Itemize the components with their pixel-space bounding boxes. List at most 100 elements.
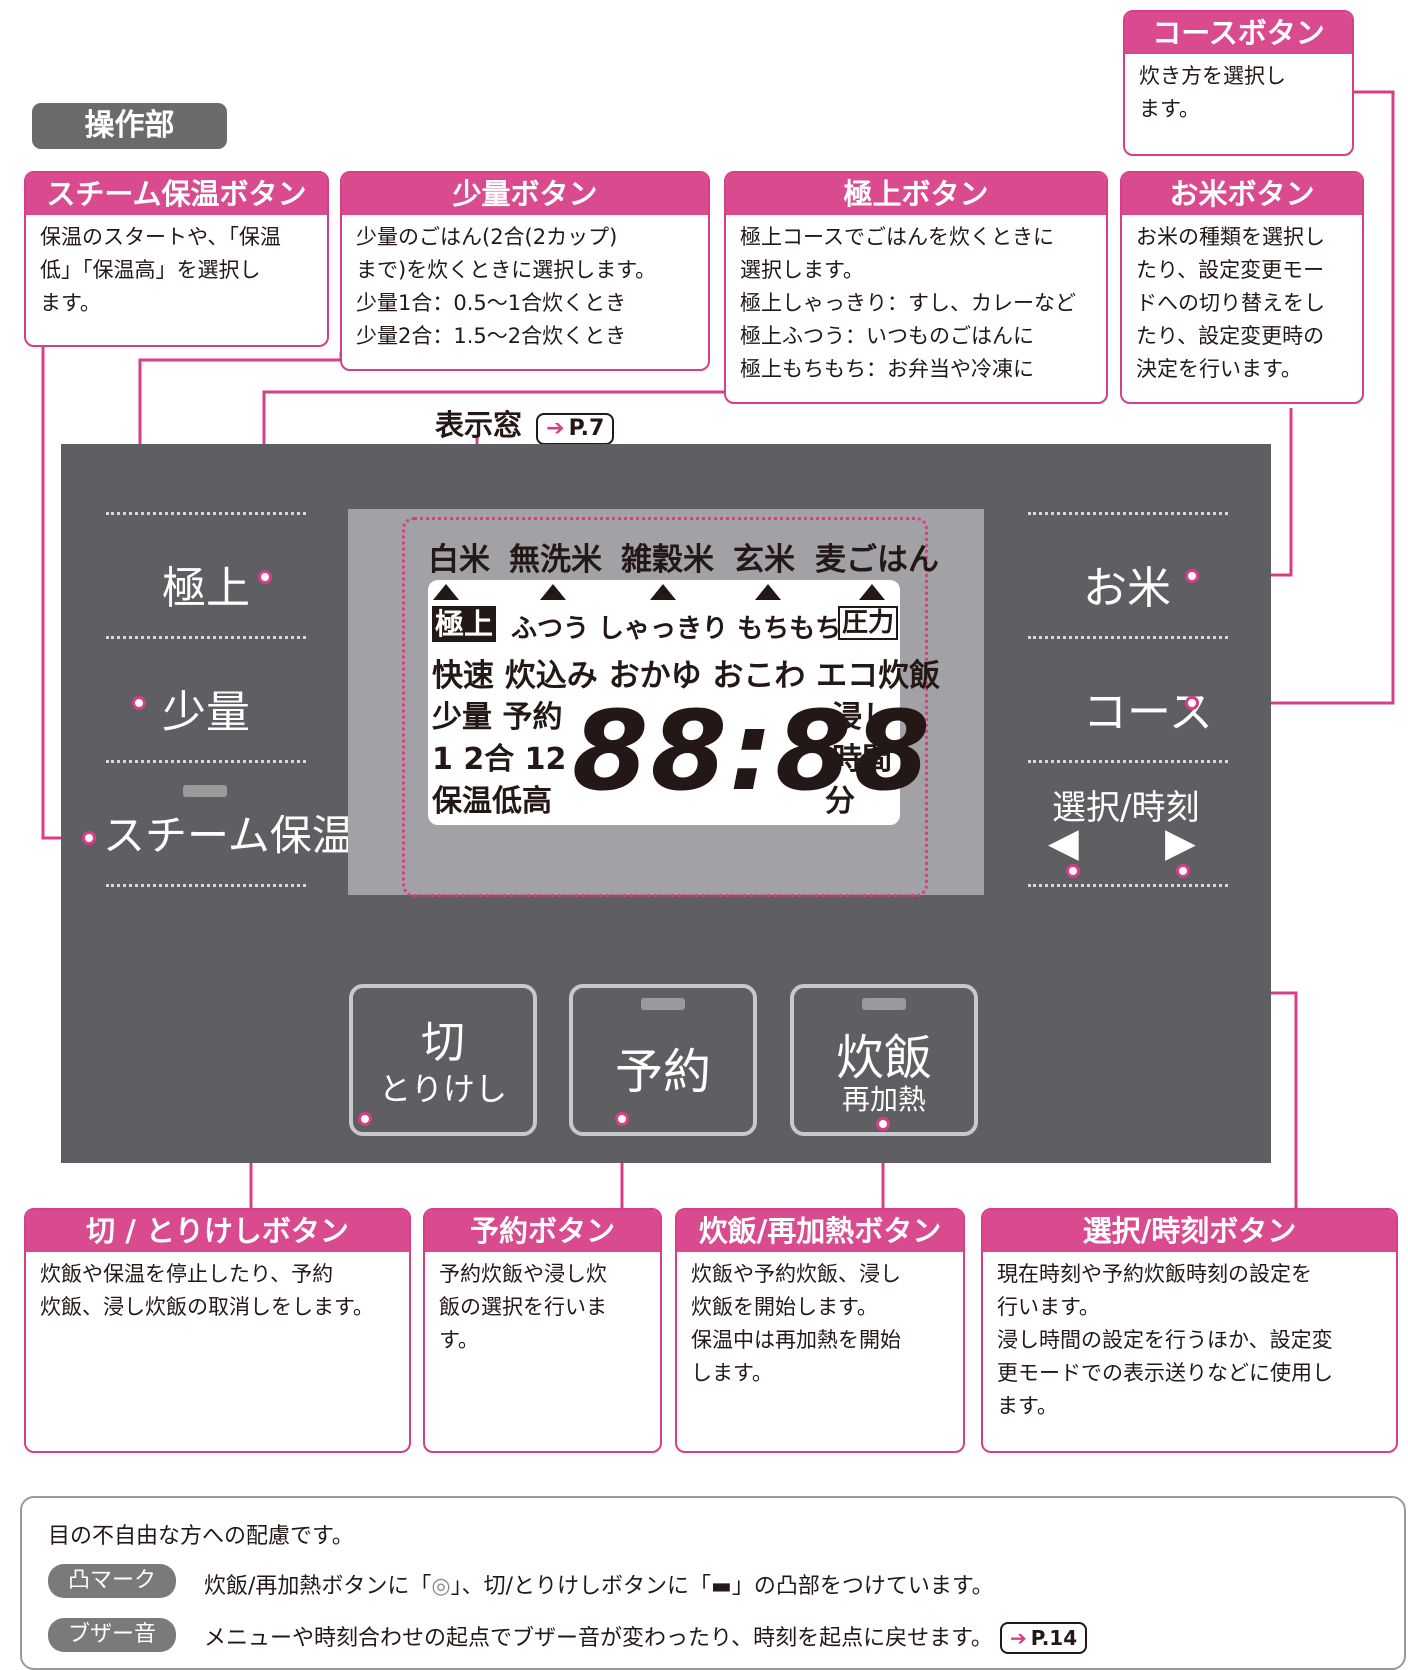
callout-timer-button: 予約ボタン 予約炊飯や浸し炊 飯の選択を行いま す。: [423, 1208, 662, 1453]
bar-mark-icon: ▬: [711, 1574, 732, 1599]
callout-title: 選択/時刻ボタン: [983, 1210, 1396, 1252]
page-ref-text: P.7: [568, 416, 605, 441]
separator: [106, 512, 306, 515]
separator: [1028, 884, 1228, 887]
callout-title: 少量ボタン: [342, 173, 708, 215]
callout-line: お米の種類を選択し: [1136, 225, 1325, 249]
note-text: 」の凸部をつけています。: [731, 1574, 994, 1599]
circle-mark-icon: ◎: [431, 1574, 451, 1599]
callout-steam-button: スチーム保温ボタン 保温のスタートや、「保温 低」「保温高」を選択し ます。: [24, 171, 329, 347]
lcd-rice-type: 玄米: [733, 542, 795, 578]
callout-line: 少量2合：1.5〜2合炊くとき: [356, 324, 627, 348]
separator: [1028, 760, 1228, 763]
display-window-title: 表示窓: [435, 408, 523, 442]
small-amount-button[interactable]: 少量: [162, 687, 250, 738]
raised-mark-tag: 凸マーク: [48, 1564, 176, 1598]
callout-pointer: [258, 570, 272, 584]
callout-pointer: [615, 1112, 629, 1126]
timer-main-label: 予約: [614, 1044, 711, 1100]
lcd-small-timer-row: 少量 予約: [432, 700, 563, 735]
callout-line: します。: [691, 1361, 773, 1385]
buzzer-tag: ブザー音: [48, 1618, 176, 1652]
callout-pointer: [1185, 696, 1199, 710]
callout-line: 極上コースでごはんを炊くときに: [740, 225, 1054, 249]
display-outline: [402, 517, 928, 897]
separator: [106, 636, 306, 639]
callout-title: 炊飯/再加熱ボタン: [677, 1210, 963, 1252]
page-ref-text: P.14: [1030, 1626, 1078, 1650]
course-button[interactable]: コース: [1083, 687, 1213, 738]
rice-button[interactable]: お米: [1083, 563, 1171, 614]
lcd-screen: [428, 580, 900, 825]
callout-line: 少量1合：0.5〜1合炊くとき: [356, 291, 627, 315]
callout-line: 炊飯や保温を停止したり、予約: [40, 1262, 334, 1286]
callout-gokujo-button: 極上ボタン 極上コースでごはんを炊くときに 選択します。 極上しゃっきり：すし、…: [724, 171, 1108, 404]
callout-line: 予約炊飯や浸し炊: [439, 1262, 607, 1286]
callout-line: 保温のスタートや、「保温: [40, 225, 281, 249]
timer-button[interactable]: 予約: [569, 984, 757, 1136]
callout-line: 飯の選択を行いま: [439, 1295, 607, 1319]
lcd-soak-label: 浸し: [832, 700, 892, 735]
separator: [106, 760, 306, 763]
separator: [1028, 636, 1228, 639]
callout-line: ドへの切り替えをし: [1136, 291, 1325, 315]
callout-line: 保温中は再加熱を開始: [691, 1328, 901, 1352]
callout-line: まで)を炊くときに選択します。: [356, 258, 657, 282]
callout-line: す。: [439, 1328, 479, 1352]
timer-led: [641, 998, 685, 1010]
steam-led: [183, 785, 227, 797]
select-right-button[interactable]: ▶: [1165, 820, 1196, 866]
off-sub-label: とりけし: [378, 1070, 507, 1108]
callout-line: たり、設定変更モー: [1136, 258, 1325, 282]
lcd-time-digits: 88:88: [572, 687, 933, 815]
callout-title: コースボタン: [1125, 12, 1352, 54]
cook-main-label: 炊飯: [835, 1030, 932, 1086]
callout-small-button: 少量ボタン 少量のごはん(2合(2カップ) まで)を炊くときに選択します。 少量…: [340, 171, 710, 371]
callout-pointer: [82, 831, 96, 845]
lcd-rice-type: 白米: [428, 542, 490, 578]
select-time-label: 選択/時刻: [1052, 788, 1200, 828]
lcd-mode-indicators: ふつう しゃっきり もちもち: [511, 614, 842, 644]
arrow-right-icon: ➔: [546, 416, 565, 441]
off-cancel-button[interactable]: 切 とりけし: [349, 984, 537, 1136]
display-window-label: 表示窓 ➔P.7: [435, 402, 615, 445]
note-title: 目の不自由な方への配慮です。: [48, 1524, 354, 1549]
lcd-minutes-label: 分: [825, 784, 855, 819]
note-text: メニューや時刻合わせの起点でブザー音が変わったり、時刻を起点に戻せます。: [204, 1626, 993, 1651]
callout-title: 極上ボタン: [726, 173, 1106, 215]
callout-line: 極上ふつう：いつものごはんに: [740, 324, 1034, 348]
callout-title: お米ボタン: [1122, 173, 1362, 215]
buzzer-text: メニューや時刻合わせの起点でブザー音が変わったり、時刻を起点に戻せます。 ➔P.…: [204, 1620, 1088, 1654]
callout-line: 炊飯や予約炊飯、浸し: [691, 1262, 901, 1286]
callout-line: ます。: [40, 291, 101, 315]
gokujo-button[interactable]: 極上: [162, 563, 250, 614]
off-main-label: 切: [421, 1017, 465, 1068]
callout-line: 炊飯、浸し炊飯の取消しをします。: [40, 1295, 374, 1319]
separator: [106, 884, 306, 887]
accessibility-note: 目の不自由な方への配慮です。 凸マーク 炊飯/再加熱ボタンに「◎」、切/とりけし…: [20, 1496, 1406, 1670]
callout-rice-button: お米ボタン お米の種類を選択し たり、設定変更モー ドへの切り替えをし たり、設…: [1120, 171, 1364, 404]
callout-title: 切 / とりけしボタン: [26, 1210, 409, 1252]
callout-line: 選択します。: [740, 258, 864, 282]
lcd-pressure-indicator: 圧力: [838, 606, 899, 640]
section-label: 操作部: [32, 103, 227, 149]
callout-pointer: [1176, 864, 1190, 878]
lcd-rice-type: 無洗米: [509, 542, 602, 578]
arrow-right-icon: ➔: [1009, 1626, 1027, 1650]
select-left-button[interactable]: ◀: [1048, 820, 1079, 866]
callout-line: 決定を行います。: [1136, 357, 1302, 381]
callout-line: 低」「保温高」を選択し: [40, 258, 261, 282]
callout-line: ます。: [1139, 97, 1200, 121]
callout-off-button: 切 / とりけしボタン 炊飯や保温を停止したり、予約 炊飯、浸し炊飯の取消しをし…: [24, 1208, 411, 1453]
cook-reheat-button[interactable]: 炊飯 再加熱: [790, 984, 978, 1136]
callout-line: 浸し時間の設定を行うほか、設定変: [997, 1328, 1333, 1352]
callout-cook-button: 炊飯/再加熱ボタン 炊飯や予約炊飯、浸し 炊飯を開始します。 保温中は再加熱を開…: [675, 1208, 965, 1453]
callout-line: ます。: [997, 1394, 1058, 1418]
lcd-amount-row: 1 2合 12: [432, 742, 567, 777]
lcd-hours-label: 時間: [832, 742, 892, 777]
callout-line: 極上もちもち：お弁当や冷凍に: [740, 357, 1034, 381]
steam-keep-warm-button[interactable]: スチーム保温: [103, 811, 354, 860]
callout-title: 予約ボタン: [425, 1210, 660, 1252]
callout-title: スチーム保温ボタン: [26, 173, 327, 215]
callout-line: たり、設定変更時の: [1136, 324, 1325, 348]
